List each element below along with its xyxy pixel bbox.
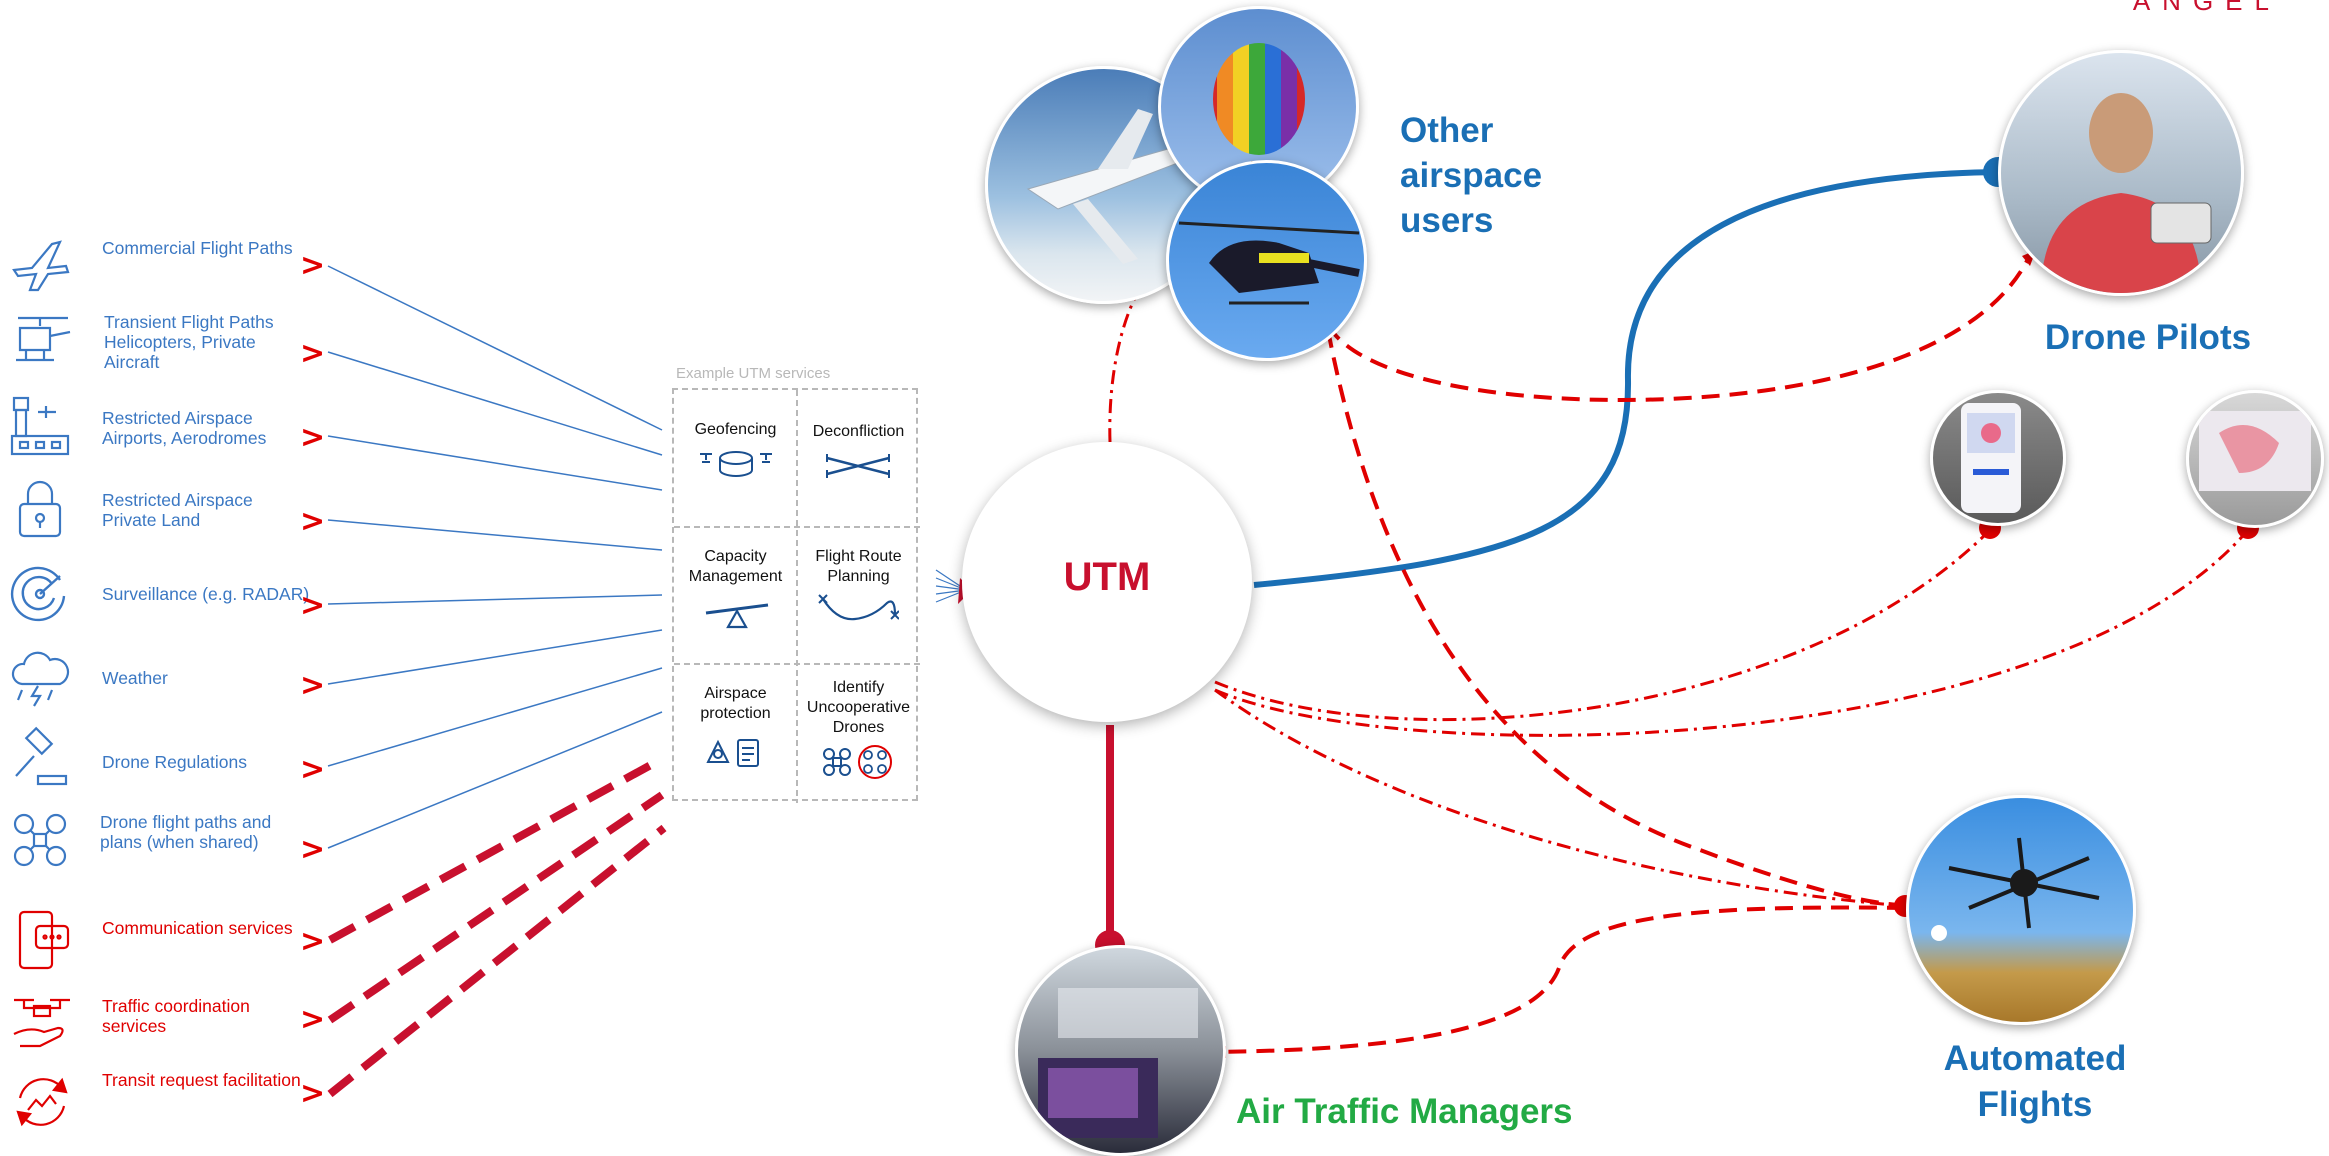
input-label-airports: Restricted Airspace Airports, Aerodromes — [102, 408, 267, 448]
input-arrow: > — [300, 336, 326, 371]
input-arrow: > — [300, 420, 326, 455]
input-label-drone-plans: Drone flight paths and plans (when share… — [100, 812, 272, 852]
airplane-icon — [8, 232, 72, 296]
input-arrow: > — [300, 832, 326, 867]
drone-pilot-photo — [1998, 50, 2244, 296]
air-traffic-managers-label: Air Traffic Managers — [1236, 1092, 1573, 1131]
input-label-transit: Transit request facilitation — [102, 1070, 301, 1090]
services-grid: Geofencing Deconfliction Capacity Manage… — [672, 388, 920, 803]
service-identify-drones: Identify Uncooperative Drones — [797, 664, 920, 801]
helicopter-drone-pilot-link — [1326, 254, 2032, 403]
phone-chat-icon — [12, 908, 76, 972]
input-arrow: > — [300, 752, 326, 787]
tablet-app-photo — [1930, 390, 2066, 526]
services-title: Example UTM services — [676, 365, 831, 382]
shield-checklist-icon — [706, 739, 759, 767]
input-label-weather: Weather — [102, 668, 168, 688]
automated-atm-link — [1211, 905, 1906, 1054]
automated-flights-label: Automated Flights — [1943, 1039, 2127, 1124]
radar-icon — [8, 560, 72, 624]
input-arrow: > — [300, 588, 326, 623]
input-connectors — [327, 265, 663, 849]
padlock-icon — [8, 476, 72, 540]
control-tower-icon — [8, 392, 72, 456]
input-label-traffic: Traffic coordination services — [102, 996, 250, 1036]
service-route-planning: Flight Route Planning — [797, 527, 920, 664]
drone-hand-icon — [10, 990, 74, 1054]
input-arrow: > — [300, 924, 326, 959]
utm-hub — [962, 442, 1252, 722]
input-arrow: > — [300, 1002, 326, 1037]
drone-icon — [8, 808, 72, 872]
service-deconfliction: Deconfliction — [797, 390, 920, 527]
input-label-communication: Communication services — [102, 918, 293, 938]
input-arrow: > — [300, 504, 326, 539]
storm-cloud-icon — [8, 644, 72, 708]
utm-other-airspace-link — [1108, 256, 1164, 443]
atm-control-room-photo — [1015, 945, 1226, 1156]
other-airspace-users-label: Other airspace users — [1400, 111, 1543, 240]
helicopter-icon — [8, 306, 72, 370]
input-label-transient: Transient Flight Paths Helicopters, Priv… — [104, 312, 274, 372]
laptop-map-photo — [2186, 390, 2324, 528]
drone-alert-icon — [823, 745, 892, 779]
route-icon — [818, 594, 899, 621]
input-arrow: > — [300, 668, 326, 703]
input-arrow: > — [300, 1076, 326, 1111]
utm-device-links — [1214, 528, 2250, 908]
service-airspace-protection: Airspace protection — [674, 664, 797, 801]
gavel-icon — [8, 726, 72, 790]
helicopter-photo — [1166, 160, 1367, 361]
balance-icon — [705, 603, 769, 629]
input-label-commercial: Commercial Flight Paths — [102, 238, 293, 258]
input-label-surveillance: Surveillance (e.g. RADAR) — [102, 584, 310, 604]
utm-label: UTM — [1063, 555, 1151, 599]
angel-logo: ANGEL — [2132, 0, 2281, 16]
input-arrow: > — [300, 248, 326, 283]
geofence-icon — [700, 451, 772, 477]
red-input-connectors — [327, 756, 667, 1098]
utm-drone-pilots-link — [1253, 169, 2001, 588]
input-label-private-land: Restricted Airspace Private Land — [102, 490, 253, 530]
circular-arrows-icon — [10, 1070, 74, 1134]
drone-pilots-label: Drone Pilots — [2044, 318, 2252, 357]
crossing-paths-icon — [826, 454, 890, 478]
service-capacity: Capacity Management — [674, 527, 797, 664]
helicopter-automated-link — [1326, 329, 1906, 907]
input-label-regulations: Drone Regulations — [102, 752, 247, 772]
service-geofencing: Geofencing — [674, 390, 797, 527]
automated-drone-photo — [1906, 795, 2136, 1025]
